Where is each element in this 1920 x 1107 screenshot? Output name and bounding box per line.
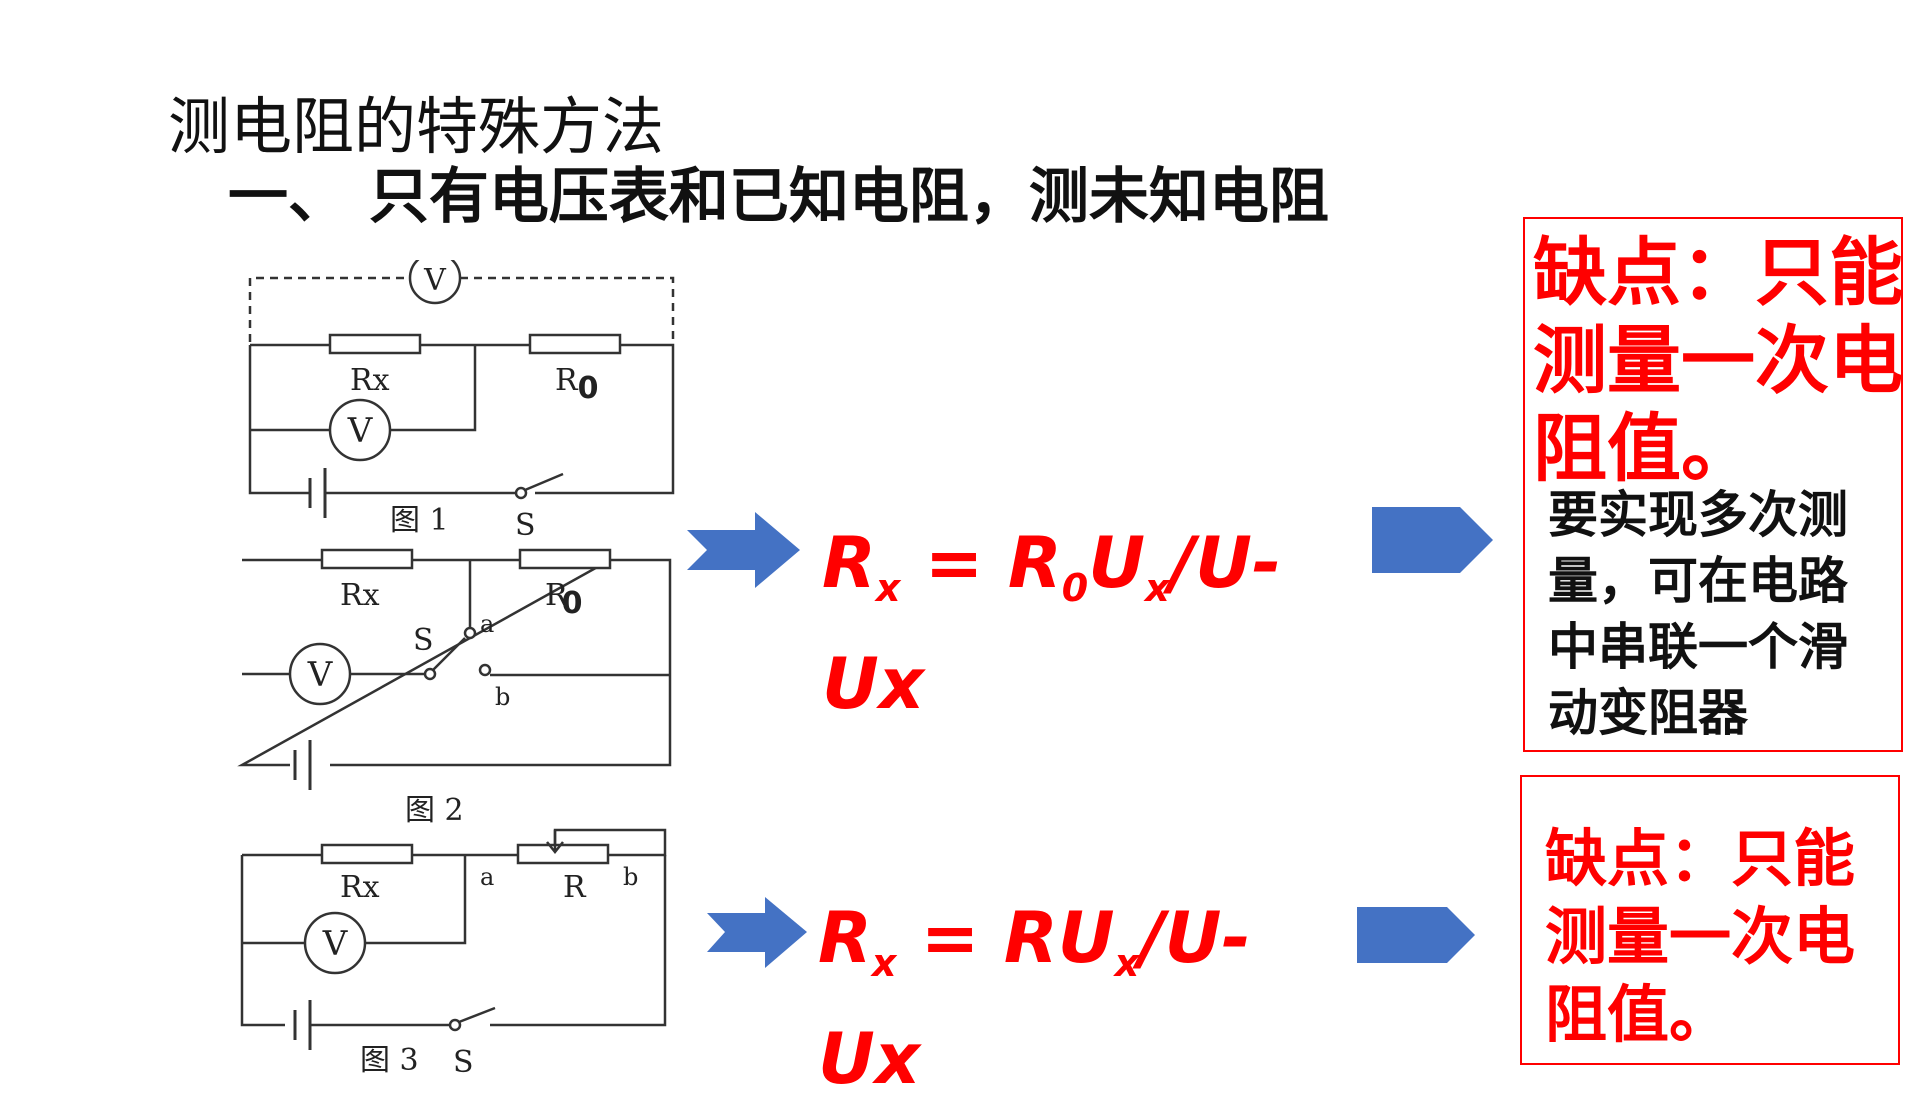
fig1-battery bbox=[308, 468, 327, 518]
fig3-battery bbox=[293, 1000, 312, 1050]
fig2-meter bbox=[288, 642, 352, 706]
fig3-r-label: R bbox=[563, 870, 587, 905]
pentagon-arrow-icon bbox=[1372, 507, 1493, 573]
fig3-meter-label: V bbox=[322, 924, 349, 964]
fig2-caption: 图 2 bbox=[405, 793, 464, 828]
fig1-meter bbox=[328, 398, 392, 462]
arrow-right-icon bbox=[687, 512, 800, 588]
formula-1: Rx = R0Ux/U- Ux bbox=[822, 522, 1282, 725]
fig3-switch-pivot bbox=[448, 1018, 462, 1032]
fig3-rx-resistor bbox=[320, 843, 414, 865]
fig3-rx-label: Rx bbox=[340, 870, 380, 905]
fig3-caption: 图 3 bbox=[360, 1043, 419, 1078]
pentagon-arrow-icon-2 bbox=[1357, 907, 1475, 963]
formula-2: Rx = RUx/U- Ux bbox=[818, 897, 1251, 1100]
fig1-meter-top bbox=[408, 260, 462, 305]
fig2-contact-b bbox=[478, 663, 492, 677]
fig1-wire-top bbox=[250, 343, 675, 495]
fig2-switch-label: S bbox=[413, 623, 434, 658]
fig3-b-label: b bbox=[623, 863, 638, 891]
fig3-meter bbox=[303, 911, 367, 975]
fig3-wire-meter bbox=[242, 855, 467, 945]
fig1-wire-left bbox=[248, 345, 310, 495]
fig3-switch-label: S bbox=[453, 1045, 474, 1080]
fig3-a-label: a bbox=[480, 863, 494, 891]
drawback-box-2 bbox=[1520, 775, 1900, 1065]
fig1-rx-resistor bbox=[328, 333, 422, 355]
drawback-box-1 bbox=[1523, 217, 1903, 752]
fig3-rheostat bbox=[516, 843, 610, 865]
fig2-frame bbox=[237, 558, 672, 767]
fig3-switch-blade bbox=[458, 1006, 496, 1024]
fig2-meter-label: V bbox=[307, 655, 334, 695]
fig3-slider-arrow bbox=[546, 830, 564, 855]
slide-subtitle: 一、 只有电压表和已知电阻，测未知电阻 bbox=[228, 162, 1329, 232]
fig1-wire-meter bbox=[250, 345, 477, 432]
circuit-diagrams: V Rx R0 V 图 1 S Rx R0 V S a b 图 2 Rx a R… bbox=[237, 260, 675, 1080]
fig3-wire-right bbox=[490, 855, 667, 1027]
fig2-b-label: b bbox=[495, 683, 510, 711]
fig1-caption: 图 1 bbox=[390, 503, 449, 538]
fig2-switch-blade bbox=[432, 637, 466, 671]
drawback-text-1: 缺点：只能测量一次电阻值。 bbox=[1533, 230, 1903, 492]
fig1-meter-label: V bbox=[347, 411, 374, 451]
fig2-a-label: a bbox=[480, 610, 494, 638]
improvement-text: 要实现多次测量，可在电路中串联一个滑动变阻器 bbox=[1548, 486, 1848, 742]
fig2-rx-label: Rx bbox=[340, 578, 380, 613]
fig3-wire-bottom bbox=[240, 855, 450, 1027]
fig1-switch-label: S bbox=[515, 508, 536, 543]
drawback-text-2: 缺点：只能测量一次电阻值。 bbox=[1545, 822, 1856, 1051]
fig1-r0-resistor bbox=[528, 333, 622, 355]
fig2-battery bbox=[293, 740, 312, 790]
fig2-switch-pivot bbox=[423, 667, 437, 681]
fig1-switch-blade bbox=[524, 472, 564, 492]
fig2-r0-resistor bbox=[518, 548, 612, 570]
fig2-contact-a bbox=[463, 626, 477, 640]
fig2-rx-resistor bbox=[320, 548, 414, 570]
fig1-meter-top-label: V bbox=[423, 263, 447, 298]
arrow-right-icon-2 bbox=[707, 897, 807, 968]
slide-title: 测电阻的特殊方法 bbox=[168, 90, 665, 163]
fig1-dashed-wire bbox=[248, 276, 675, 342]
fig2-r0-label: R0 bbox=[545, 578, 582, 621]
fig1-switch-pivot bbox=[514, 486, 528, 500]
fig1-rx-label: Rx bbox=[350, 363, 390, 398]
fig1-r0-label: R0 bbox=[555, 363, 598, 406]
